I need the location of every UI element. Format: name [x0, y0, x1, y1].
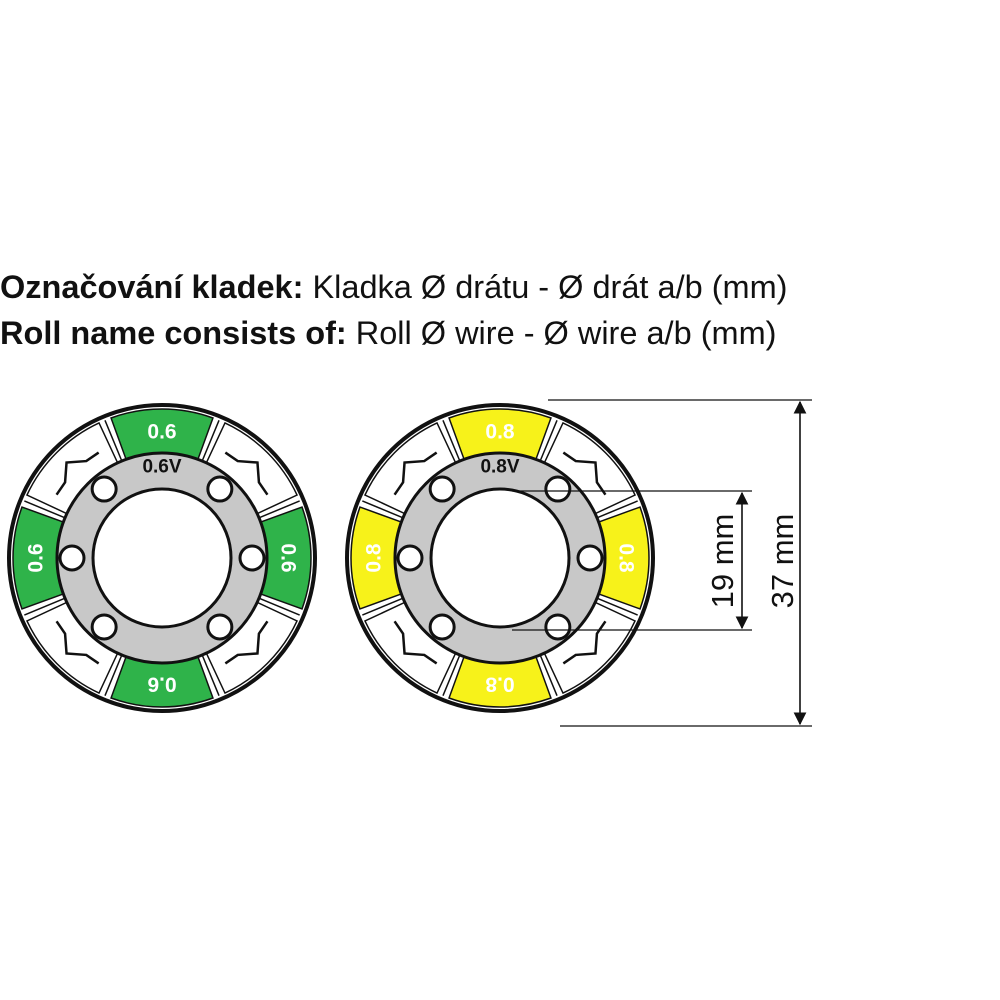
- sector-divider: [201, 654, 220, 696]
- v-groove-icon: [224, 451, 269, 496]
- sector-divider: [596, 597, 638, 616]
- segment-label: 0.8: [615, 543, 638, 573]
- segment-label: 0.6: [277, 543, 300, 572]
- v-groove-icon: [55, 620, 100, 665]
- dim-label-outer: 37 mm: [765, 514, 800, 609]
- v-groove-icon: [224, 620, 269, 665]
- segment-label: 0.8: [363, 543, 386, 573]
- caption-czech-bold: Označování kladek:: [0, 269, 304, 305]
- v-groove-icon: [393, 620, 438, 665]
- roll-green: 0.6 0.6 0.6 0.6 0.6V: [7, 403, 317, 713]
- v-groove-icon: [393, 451, 438, 496]
- sector-divider: [104, 420, 123, 462]
- sector-divider: [258, 597, 300, 616]
- mounting-hole: [206, 475, 234, 503]
- mounting-hole: [576, 544, 604, 572]
- mounting-hole: [396, 544, 424, 572]
- mounting-hole: [428, 613, 456, 641]
- sector-divider: [24, 500, 66, 519]
- v-groove-icon: [562, 451, 607, 496]
- segment-label: 0.6: [25, 543, 48, 572]
- segment-label: 0.8: [485, 421, 515, 444]
- mounting-hole: [58, 544, 86, 572]
- segment-label: 0.6: [147, 421, 176, 444]
- v-groove-icon: [55, 451, 100, 496]
- center-bore: [91, 487, 233, 629]
- segment-label: 0.6: [147, 673, 176, 696]
- sector-divider: [201, 420, 220, 462]
- mounting-hole: [90, 613, 118, 641]
- caption-english-rest: Roll Ø wire - Ø wire a/b (mm): [346, 315, 777, 351]
- mounting-hole: [544, 475, 572, 503]
- sector-divider: [362, 500, 404, 519]
- caption-line-english: Roll name consists of: Roll Ø wire - Ø w…: [0, 314, 1000, 352]
- hub-label: 0.8V: [480, 457, 519, 478]
- sector-divider: [596, 500, 638, 519]
- caption-english-bold: Roll name consists of:: [0, 315, 347, 351]
- sector-divider: [442, 654, 461, 696]
- sector-divider: [362, 597, 404, 616]
- dim-label-inner: 19 mm: [705, 514, 740, 609]
- sector-divider: [104, 654, 123, 696]
- center-bore: [429, 487, 571, 629]
- caption-line-czech: Označování kladek: Kladka Ø drátu - Ø dr…: [0, 268, 1000, 306]
- sector-divider: [539, 654, 558, 696]
- caption-czech-rest: Kladka Ø drátu - Ø drát a/b (mm): [303, 269, 788, 305]
- mounting-hole: [206, 613, 234, 641]
- sector-divider: [539, 420, 558, 462]
- dimension-lines: 19 mm 37 mm: [512, 399, 812, 727]
- mounting-hole: [90, 475, 118, 503]
- mounting-hole: [544, 613, 572, 641]
- roll-yellow: 0.8 0.8 0.8 0.8 0.8V: [345, 403, 655, 713]
- hub-label: 0.6V: [142, 457, 181, 478]
- sector-divider: [258, 500, 300, 519]
- sector-divider: [442, 420, 461, 462]
- segment-label: 0.8: [485, 673, 515, 696]
- mounting-hole: [238, 544, 266, 572]
- sector-divider: [24, 597, 66, 616]
- mounting-hole: [428, 475, 456, 503]
